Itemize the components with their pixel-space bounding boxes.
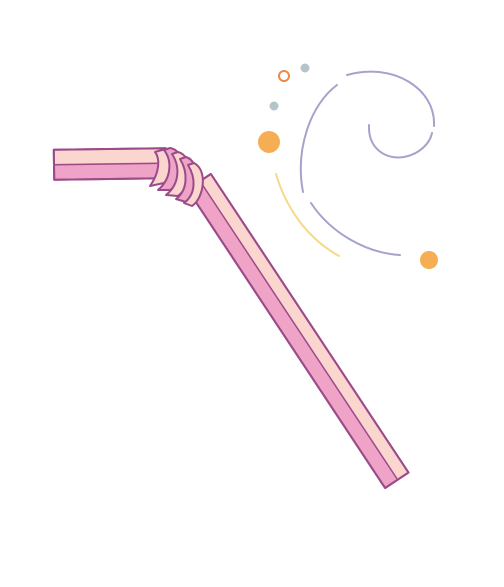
dot-icon bbox=[300, 63, 310, 73]
swirl-inner-curl bbox=[367, 124, 433, 159]
dot-icon bbox=[420, 251, 438, 269]
ring-icon bbox=[278, 70, 290, 82]
swirl-icon bbox=[275, 70, 436, 257]
yellow-arc bbox=[275, 173, 340, 257]
straw-short-highlight bbox=[54, 149, 165, 164]
straw-long-midline bbox=[199, 181, 398, 480]
swirl-outer-arc bbox=[346, 70, 436, 127]
straw-short-midline bbox=[54, 162, 166, 166]
straw-bend bbox=[149, 147, 204, 207]
bendy-straw-icon bbox=[52, 147, 410, 489]
dot-icon bbox=[269, 101, 279, 111]
dot-icon bbox=[258, 131, 280, 153]
swirl-left-arc bbox=[299, 84, 338, 193]
straw-long-highlight bbox=[200, 175, 408, 479]
swirl-bottom-arc bbox=[310, 202, 401, 256]
